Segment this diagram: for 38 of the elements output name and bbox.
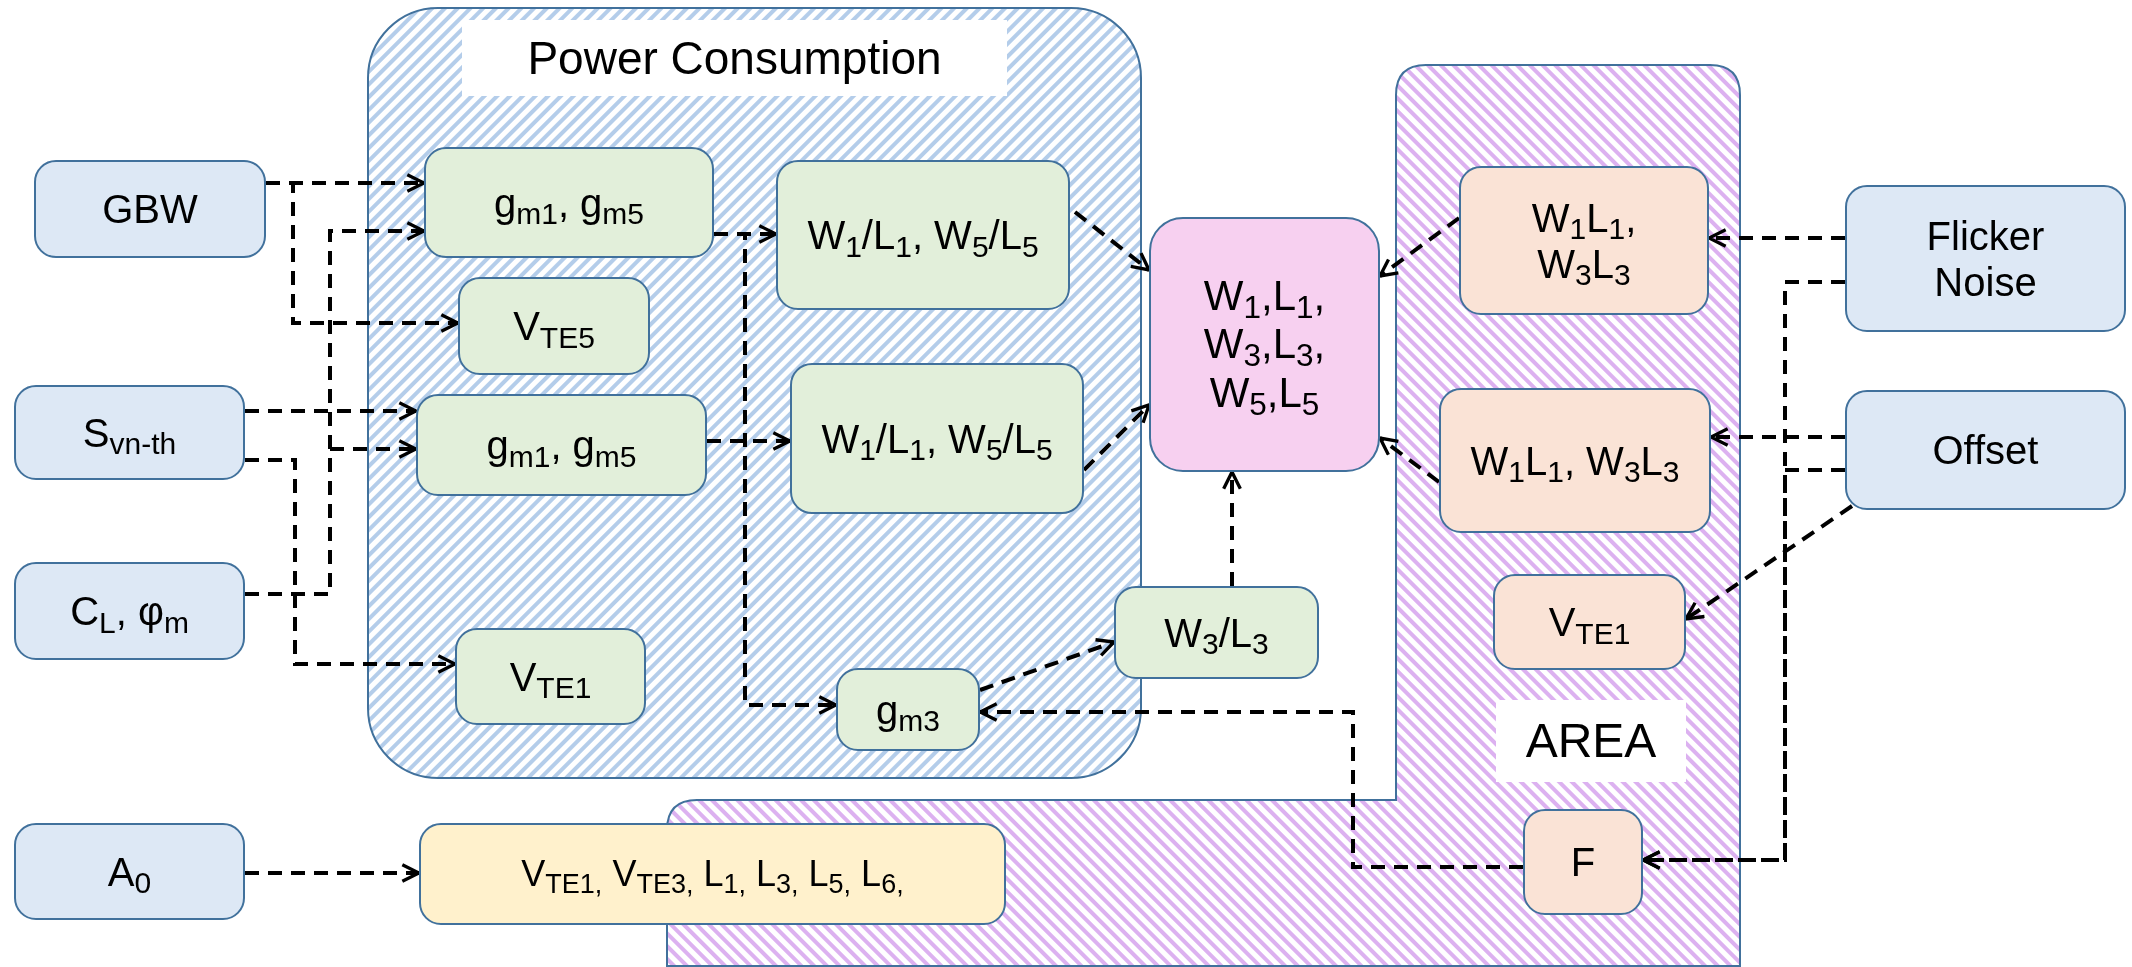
dashed-arrow [1378, 436, 1441, 484]
dashed-arrow [979, 638, 1116, 692]
dashed-arrow [1222, 470, 1242, 586]
process-box: g$_{m1}$, g$_{m5}$ [416, 394, 707, 496]
dashed-arrow [1082, 403, 1151, 472]
dashed-arrow [1709, 427, 1845, 447]
process-box: S$_{vn-th}$ [14, 385, 245, 480]
dashed-arrow [978, 702, 1523, 869]
process-box: GBW [34, 160, 266, 258]
process-box: W$_{3}$/L$_{3}$ [1114, 586, 1319, 679]
region-title: Power Consumption [462, 20, 1007, 96]
dashed-arrow [245, 863, 421, 883]
hatched-region [367, 7, 1142, 779]
process-box: W$_{1}$/L$_{1}$, W$_{5}$/L$_{5}$ [776, 160, 1070, 310]
process-box: F [1523, 809, 1643, 915]
process-box: W$_{1}$L$_{1}$, W$_{3}$L$_{3}$ [1439, 388, 1711, 533]
dashed-arrow [245, 458, 457, 674]
dashed-arrow [1641, 468, 1845, 870]
process-box: g$_{m1}$, g$_{m5}$ [424, 147, 714, 258]
dashed-arrow [707, 431, 792, 451]
region-title: AREA [1496, 700, 1686, 782]
process-box: V$_{TE5}$ [458, 277, 650, 375]
process-box: W$_{1}$L$_{1}$, W$_{3}$L$_{3}$ [1459, 166, 1709, 315]
process-box: W$_{1}$/L$_{1}$, W$_{5}$/L$_{5}$ [790, 363, 1084, 514]
dashed-arrow [1707, 228, 1845, 248]
process-box: Flicker Noise [1845, 185, 2126, 332]
process-box: V$_{TE1}$ [1493, 574, 1686, 670]
dashed-arrow [1073, 210, 1151, 272]
process-box: V$_{TE1}$ [455, 628, 646, 725]
process-box: g$_{m3}$ [836, 668, 980, 751]
dashed-arrow [245, 401, 418, 421]
process-box: V$_{TE1,}$ V$_{TE3,}$ L$_{1,}$ L$_{3,}$ L$_{5,}$ L$_{6,}$ [419, 823, 1006, 925]
process-box: Offset [1845, 390, 2126, 510]
dashed-arrow [1684, 504, 1854, 621]
dashed-arrow [245, 439, 418, 596]
process-box: C$_{L}$, φ$_{m}$ [14, 562, 245, 660]
process-box: W$_{1}$,L$_{1}$, W$_{3}$,L$_{3}$, W$_{5}$,L$_{5}$ [1149, 217, 1380, 472]
process-box: A$_{0}$ [14, 823, 245, 920]
